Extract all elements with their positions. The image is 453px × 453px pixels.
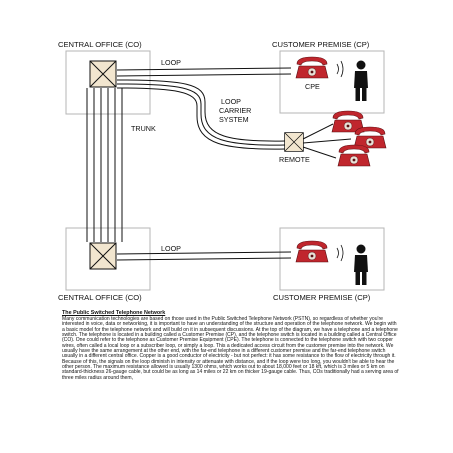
- remote-label: REMOTE: [279, 155, 310, 164]
- loop-carrier-label-1: LOOP: [221, 97, 241, 106]
- sound-waves-icon: [336, 60, 344, 262]
- far-end-telephone-icon: [295, 240, 329, 263]
- customer-premise-top-building: [279, 50, 385, 114]
- central-office-bottom-label: CENTRAL OFFICE (CO): [58, 293, 142, 302]
- trunk-lines: [86, 88, 123, 242]
- bottom-loop-lines: [116, 251, 292, 261]
- article: The Public Switched Telephone Network Ma…: [62, 310, 400, 381]
- central-office-top-label: CENTRAL OFFICE (CO): [58, 40, 142, 49]
- loop-carrier-label-3: SYSTEM: [219, 115, 249, 124]
- remote-switch: [284, 132, 304, 152]
- loop-bottom-label: LOOP: [161, 244, 181, 253]
- central-office-top-switch: [89, 60, 117, 88]
- pstn-diagram: CENTRAL OFFICE (CO) CUSTOMER PREMISE (CP…: [58, 40, 387, 302]
- remote-lines: [302, 123, 352, 159]
- person-icon: [354, 244, 368, 285]
- cpe-telephone-icon: [295, 56, 329, 79]
- customer-premise-bottom-label: CUSTOMER PREMISE (CP): [273, 293, 371, 302]
- trunk-label: TRUNK: [131, 124, 156, 133]
- remote-telephone-icon: [337, 144, 371, 167]
- person-icon: [354, 60, 368, 101]
- customer-premise-top-label: CUSTOMER PREMISE (CP): [272, 40, 370, 49]
- central-office-bottom-switch: [89, 242, 117, 270]
- article-body: Many communication technologies are base…: [62, 315, 399, 381]
- customer-premise-bottom-building: [279, 227, 385, 291]
- loop-top-label: LOOP: [161, 58, 181, 67]
- cpe-label: CPE: [305, 82, 320, 91]
- remote-telephone-icon: [353, 126, 387, 149]
- top-loop-lines: [116, 67, 292, 77]
- article-title: The Public Switched Telephone Network: [62, 310, 166, 316]
- loop-carrier-label-2: CARRIER: [219, 106, 251, 115]
- loop-carrier-system-lines: [116, 79, 286, 150]
